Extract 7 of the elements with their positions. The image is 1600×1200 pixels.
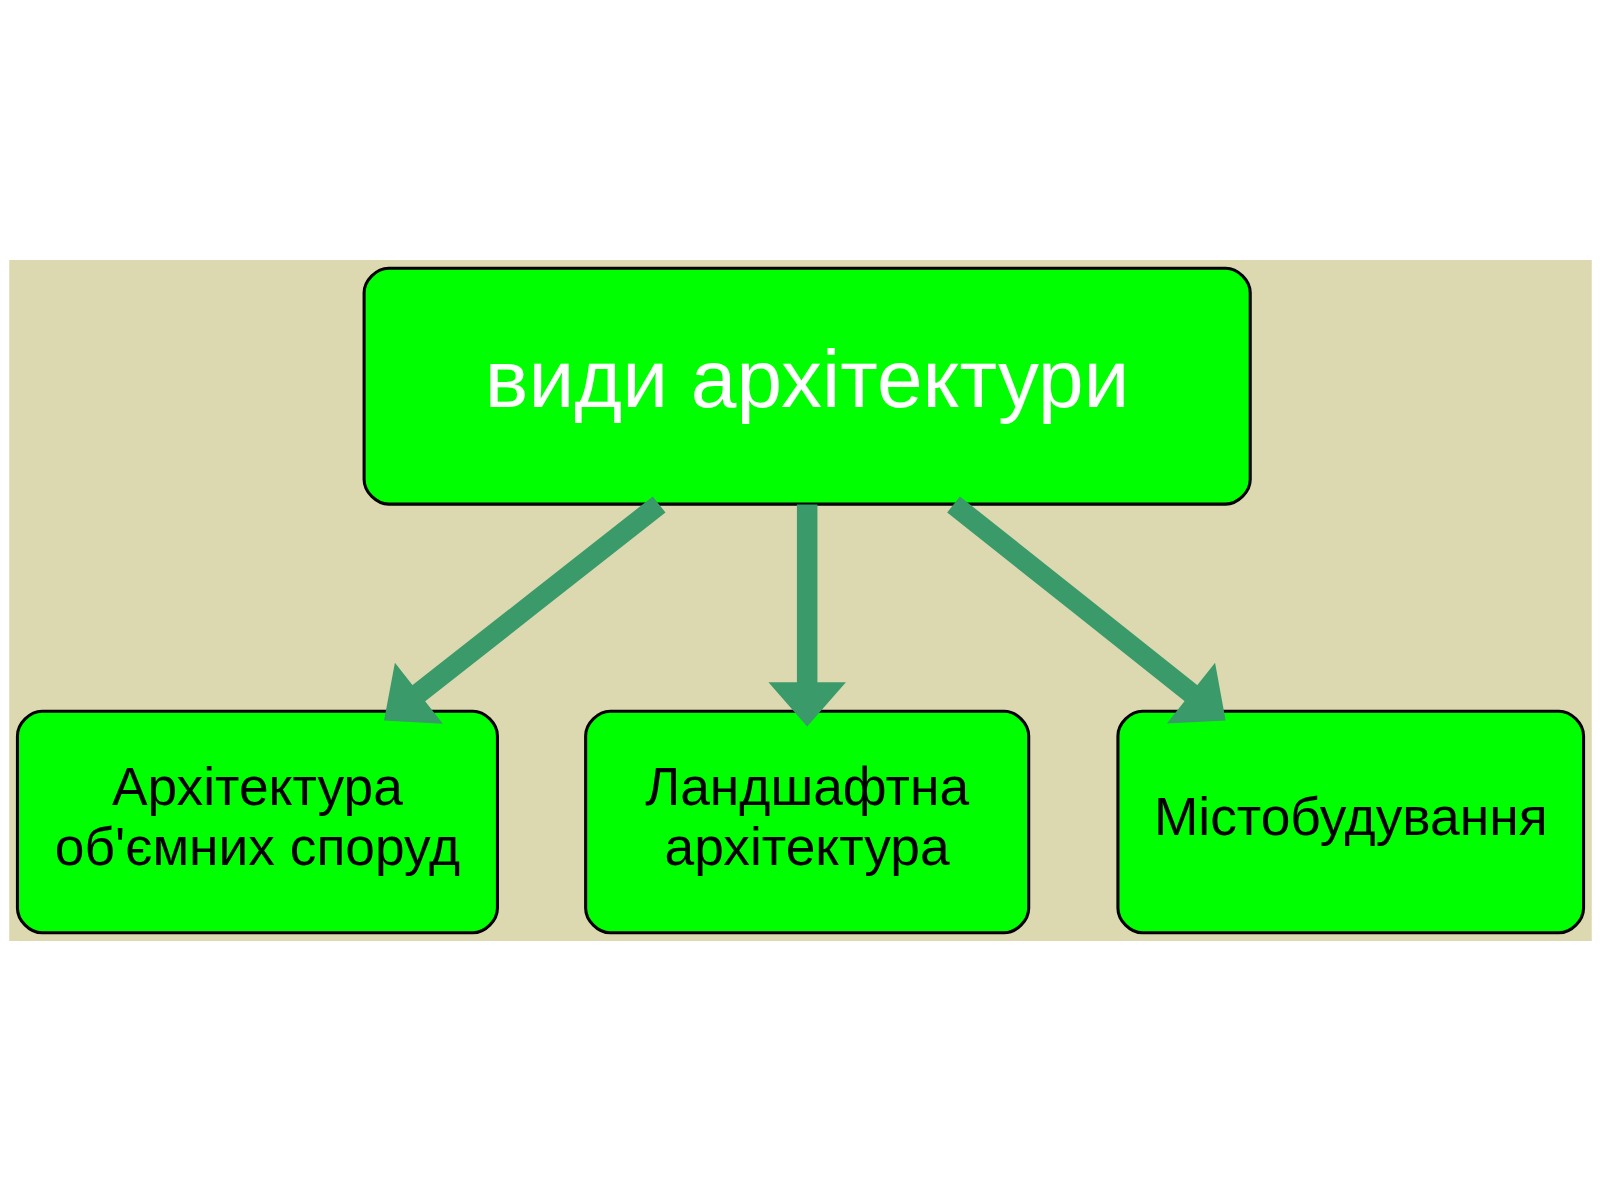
arrow xyxy=(767,504,846,726)
arrow xyxy=(946,495,1226,723)
arrow xyxy=(383,495,665,724)
node-box: Архітектура об'ємних споруд xyxy=(15,709,499,934)
node-box: Містобудування xyxy=(1115,709,1585,934)
node-box: види архітектури xyxy=(362,266,1252,506)
node-box: Ландшафтна архітектура xyxy=(583,709,1030,934)
